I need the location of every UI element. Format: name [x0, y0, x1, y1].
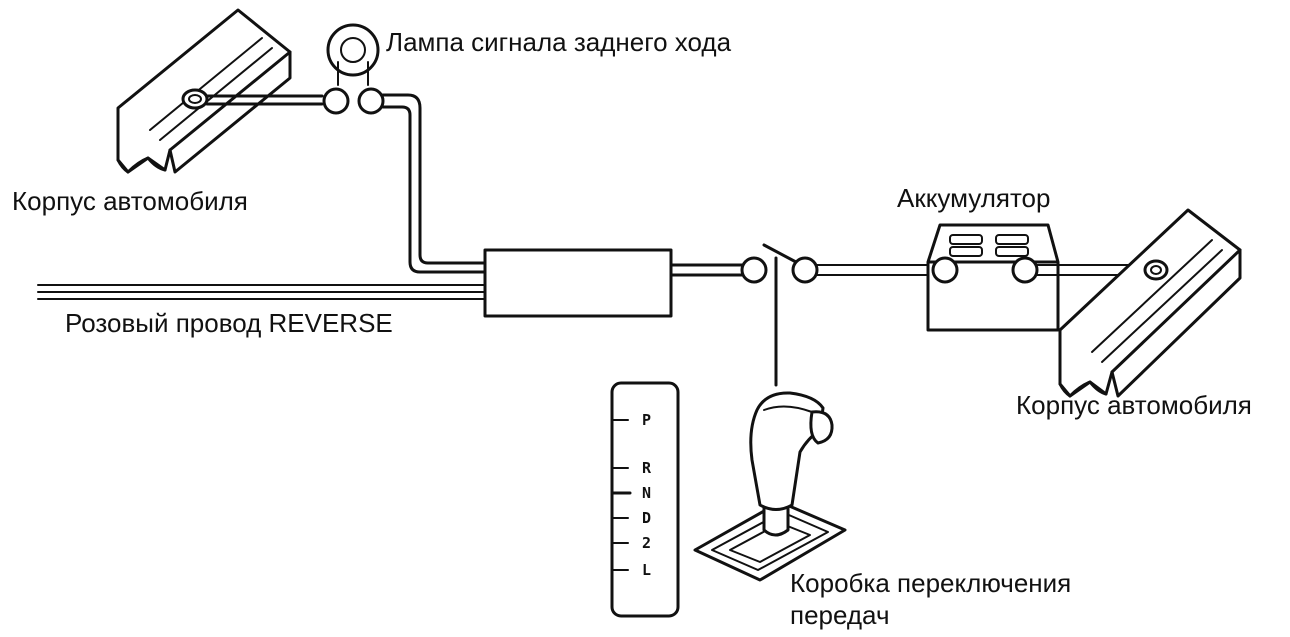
lamp-signal-wire: [381, 93, 487, 265]
connector-box: [483, 248, 673, 318]
car-body-left-label: Корпус автомобиля: [12, 186, 248, 216]
battery-label: Аккумулятор: [897, 183, 1051, 213]
gearbox-label-line2: передач: [790, 600, 890, 630]
reverse-lamp: [326, 23, 380, 86]
reverse-wire: [37, 284, 486, 300]
gear-label-r: R: [642, 459, 652, 477]
car-body-left: [116, 8, 292, 174]
gear-indicator: P R N D 2 L: [610, 381, 680, 618]
gearbox-label-line1: Коробка переключения: [790, 568, 1072, 598]
lamp-ground-wire: [205, 94, 324, 106]
car-body-right-label: Корпус автомобиля: [1016, 390, 1252, 420]
gear-shifter: [693, 391, 847, 582]
gear-label-2: 2: [642, 534, 651, 552]
gear-label-n: N: [642, 484, 651, 502]
gear-indicator-panel: [610, 381, 680, 618]
gear-label-p: P: [642, 411, 651, 429]
gear-label-l: L: [642, 561, 651, 579]
car-body-right: [1058, 208, 1242, 398]
lamp-terminal-left: [322, 87, 350, 115]
reverse-wire-label: Розовый провод REVERSE: [65, 308, 393, 338]
reverse-switch: [740, 243, 819, 387]
reverse-lamp-label: Лампа сигнала заднего хода: [386, 27, 732, 57]
switch-input-wire: [669, 263, 744, 277]
lamp-terminal-right: [357, 87, 385, 115]
gear-label-d: D: [642, 509, 651, 527]
battery: [926, 223, 1060, 332]
battery-wire: [816, 264, 933, 276]
